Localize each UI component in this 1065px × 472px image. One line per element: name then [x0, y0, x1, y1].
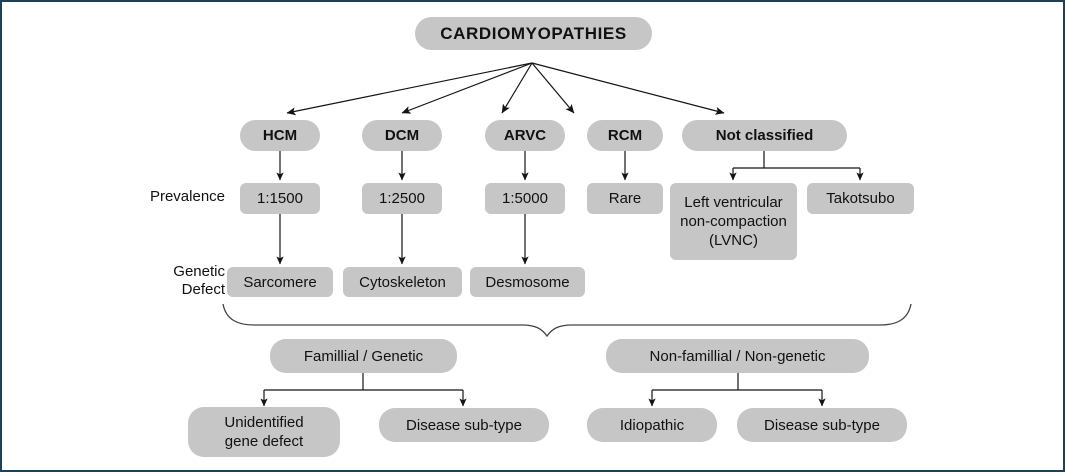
node-prevalence-rcm[interactable]: Rare — [587, 183, 663, 214]
node-prevalence-dcm[interactable]: 1:2500 — [362, 183, 442, 214]
node-non-famillial-non-genetic[interactable]: Non-famillial / Non-genetic — [606, 339, 869, 373]
edge-root-dcm — [401, 62, 533, 114]
node-arvc[interactable]: ARVC — [485, 120, 565, 151]
node-prevalence-arvc[interactable]: 1:5000 — [485, 183, 565, 214]
node-sarcomere[interactable]: Sarcomere — [227, 267, 333, 297]
node-idiopathic[interactable]: Idiopathic — [587, 408, 717, 442]
edge-root-rcm — [531, 62, 575, 114]
node-cardiomyopathies[interactable]: CARDIOMYOPATHIES — [415, 17, 652, 50]
node-takotsubo[interactable]: Takotsubo — [807, 183, 914, 214]
node-dcm[interactable]: DCM — [362, 120, 442, 151]
node-famillial-genetic[interactable]: Famillial / Genetic — [270, 339, 457, 373]
node-not-classified[interactable]: Not classified — [682, 120, 847, 151]
row-label-prevalence: Prevalence — [149, 188, 225, 205]
edge-root-notclassified — [531, 62, 725, 115]
node-nonfamillial-disease-sub-type[interactable]: Disease sub-type — [737, 408, 907, 442]
node-lvnc[interactable]: Left ventricular non-compaction (LVNC) — [670, 183, 797, 260]
node-prevalence-hcm[interactable]: 1:1500 — [240, 183, 320, 214]
node-cytoskeleton[interactable]: Cytoskeleton — [343, 267, 462, 297]
row-label-genetic-defect: Genetic Defect — [173, 263, 225, 298]
edge-root-arvc — [501, 62, 533, 114]
node-hcm[interactable]: HCM — [240, 120, 320, 151]
node-rcm[interactable]: RCM — [587, 120, 663, 151]
edge-root-hcm — [286, 62, 533, 116]
node-desmosome[interactable]: Desmosome — [470, 267, 585, 297]
node-unidentified-gene-defect[interactable]: Unidentified gene defect — [188, 407, 340, 457]
node-famillial-disease-sub-type[interactable]: Disease sub-type — [379, 408, 549, 442]
brace-connector — [222, 303, 912, 338]
